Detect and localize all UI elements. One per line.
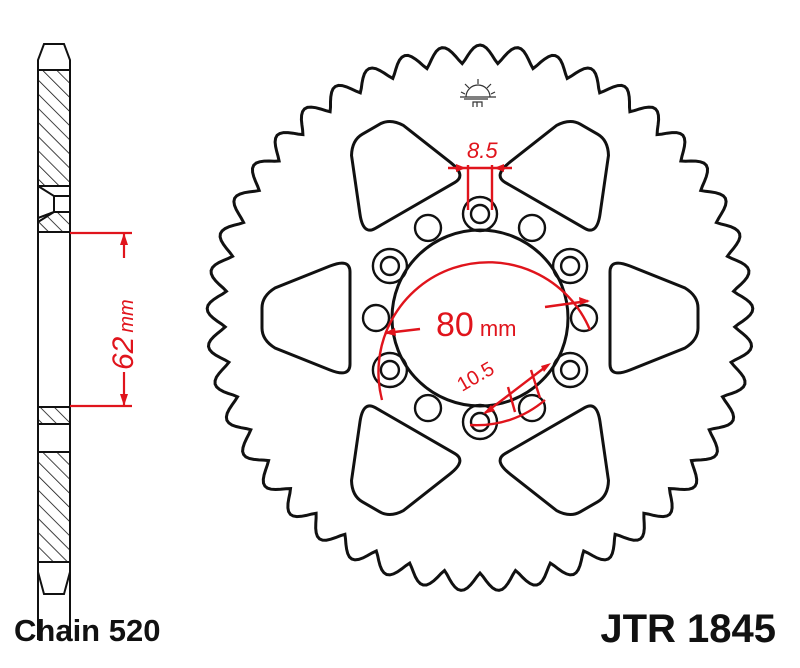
bolt-hole-inner	[559, 359, 581, 381]
bolt-hole-inner	[469, 411, 491, 433]
side-profile-view	[37, 43, 71, 640]
bolt-hole	[361, 303, 391, 333]
dimension-side-offset	[70, 231, 132, 408]
bolt-hole	[569, 303, 599, 333]
lightening-window	[498, 120, 610, 232]
bolt-hole	[517, 213, 547, 243]
bolt-hole	[551, 351, 589, 389]
bolt-hole-inner	[469, 203, 491, 225]
dimension-bolt-hole-large-label: 10.5	[454, 358, 499, 397]
bolt-hole	[551, 247, 589, 285]
bolt-hole	[517, 393, 547, 423]
bolt-hole	[371, 247, 409, 285]
bolt-hole-inner	[379, 255, 401, 277]
sun-logo-icon	[460, 79, 496, 107]
bolt-hole	[461, 403, 499, 441]
lightening-window	[350, 120, 462, 232]
bolt-hole	[413, 393, 443, 423]
sprocket-teeth-outline	[205, 43, 755, 592]
part-number-label: JTR 1845	[600, 607, 776, 651]
lightening-window	[260, 261, 352, 375]
chain-size-label: Chain 520	[14, 613, 161, 648]
bolt-hole	[413, 213, 443, 243]
sprocket-front-view	[205, 43, 755, 592]
sprocket-dimensions	[377, 165, 592, 427]
bolt-hole	[461, 195, 499, 233]
lightening-window	[608, 261, 700, 375]
dimension-side-offset-label: 62mm	[107, 299, 140, 370]
lightening-window	[498, 404, 610, 516]
bolt-hole-inner	[559, 255, 581, 277]
lightening-window	[350, 404, 462, 516]
bolt-hole	[371, 351, 409, 389]
bolt-hole-inner	[379, 359, 401, 381]
dimension-bolt-hole-label: 8.5	[467, 138, 498, 163]
